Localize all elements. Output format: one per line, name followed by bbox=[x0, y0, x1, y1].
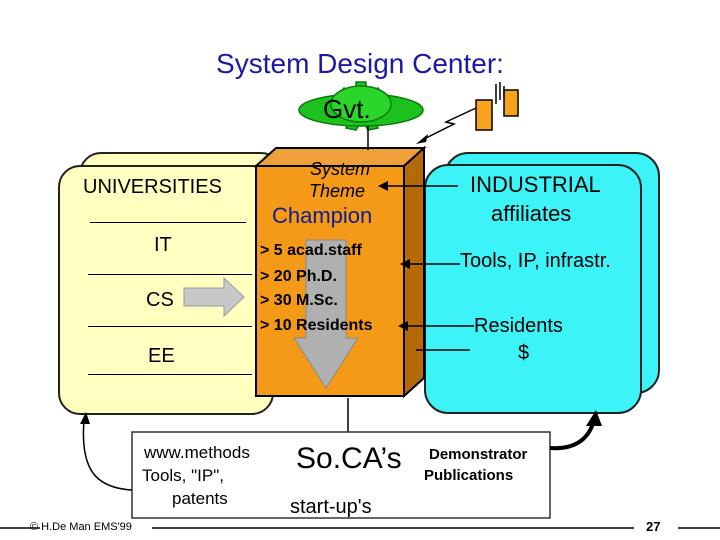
govt-label: Gvt. bbox=[323, 94, 371, 124]
industrial-money: $ bbox=[518, 342, 530, 364]
universities-card bbox=[58, 165, 274, 415]
industrial-tools: Tools, IP, infrastr. bbox=[460, 250, 611, 272]
slide-title: System Design Center: bbox=[216, 48, 504, 79]
gear-icon bbox=[298, 81, 424, 131]
universities-rule-1 bbox=[90, 222, 246, 223]
curve-arrow-industry bbox=[549, 410, 602, 451]
stat-msc: > 30 M.Sc. bbox=[260, 292, 338, 309]
lightning-arrow-icon bbox=[416, 107, 477, 144]
industrial-residents: Residents bbox=[474, 315, 563, 337]
curve-arrow-universities bbox=[80, 412, 133, 491]
tools-arrow bbox=[400, 259, 460, 269]
university-item-it: IT bbox=[154, 234, 172, 256]
theme-industry-arrow bbox=[378, 181, 458, 191]
cs-arrow bbox=[183, 276, 245, 318]
output-publications: Publications bbox=[424, 467, 514, 484]
stat-acad-staff: > 5 acad.staff bbox=[260, 242, 362, 259]
output-patents: patents bbox=[172, 489, 228, 508]
footer-copyright: © H.De Man EMS'99 bbox=[30, 521, 132, 533]
universities-rule-3 bbox=[88, 326, 252, 327]
output-methods: www.methods bbox=[144, 443, 250, 462]
page-number: 27 bbox=[646, 519, 661, 534]
university-item-cs: CS bbox=[146, 289, 174, 311]
output-tools: Tools, "IP", bbox=[142, 466, 224, 485]
universities-rule-4 bbox=[88, 374, 252, 375]
center-down-arrow bbox=[293, 239, 359, 389]
stat-residents: > 10 Residents bbox=[260, 317, 373, 334]
output-startups: start-up's bbox=[290, 496, 372, 518]
theme-line-2: Theme bbox=[309, 181, 366, 201]
output-demonstrator: Demonstrator bbox=[429, 446, 528, 463]
universities-rule-2 bbox=[88, 274, 252, 275]
outputs-box bbox=[131, 431, 551, 519]
telephone-pole-icon bbox=[475, 82, 519, 131]
universities-title: UNIVERSITIES bbox=[83, 176, 222, 198]
champion-label: Champion bbox=[272, 203, 373, 228]
industrial-subtitle: affiliates bbox=[491, 201, 572, 226]
theme-line-1: System bbox=[310, 159, 371, 179]
industrial-title: INDUSTRIAL bbox=[470, 172, 601, 197]
university-item-ee: EE bbox=[148, 345, 175, 367]
center-box-side bbox=[403, 145, 425, 399]
output-soca: So.CA’s bbox=[296, 442, 402, 475]
residents-arrow bbox=[398, 321, 474, 331]
stat-phd: > 20 Ph.D. bbox=[260, 268, 337, 285]
